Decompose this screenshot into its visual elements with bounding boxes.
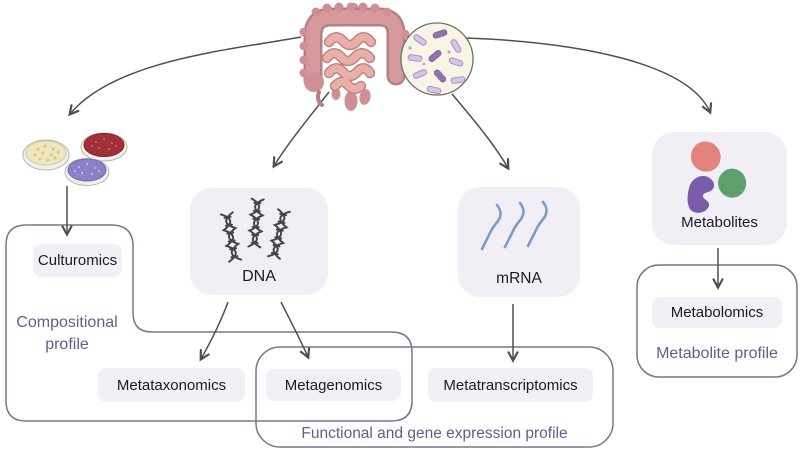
metabolite-profile-text: Metabolite profile bbox=[656, 345, 778, 363]
metagenomics-label: Metagenomics bbox=[266, 369, 401, 401]
metataxonomics-label-text: Metataxonomics bbox=[116, 376, 227, 394]
metabolomics-label-text: Metabolomics bbox=[670, 304, 764, 321]
microbiome-magnifier-icon bbox=[400, 22, 474, 96]
metabolite-blob-green bbox=[718, 168, 747, 198]
arrow-gut-to-metabolites bbox=[465, 37, 713, 115]
metabolite-blob-icons bbox=[687, 141, 747, 213]
metataxonomics-label: Metataxonomics bbox=[98, 368, 245, 402]
petri-dish-purple bbox=[64, 158, 110, 186]
arrow-gut-to-mrna bbox=[451, 93, 510, 171]
arrow-gut-to-petri bbox=[68, 36, 302, 117]
mrna-node-box bbox=[458, 187, 580, 297]
metabolite-blob-red bbox=[691, 141, 721, 172]
metagenomics-label-text: Metagenomics bbox=[284, 376, 383, 394]
metabolites-label: Metabolites bbox=[652, 210, 787, 234]
compositional-profile-label: Compositional profile bbox=[6, 311, 128, 357]
functional-profile-text: Functional and gene expression profile bbox=[301, 424, 568, 442]
culturomics-label-text: Culturomics bbox=[37, 252, 118, 269]
compositional-profile-text: Compositional profile bbox=[16, 314, 118, 353]
mrna-label-text: mRNA bbox=[496, 270, 542, 287]
arrow-dna-to-metagenomics bbox=[280, 301, 311, 360]
metabolomics-label: Metabolomics bbox=[652, 297, 782, 328]
petri-dish-cream bbox=[22, 139, 70, 171]
compositional-profile-box bbox=[5, 224, 413, 422]
functional-profile-box bbox=[255, 346, 614, 448]
gut-intestine-icon bbox=[299, 2, 410, 111]
metatranscriptomics-label-text: Metatranscriptomics bbox=[443, 376, 578, 394]
dna-label-text: DNA bbox=[242, 268, 276, 285]
metatranscriptomics-label: Metatranscriptomics bbox=[428, 368, 593, 402]
functional-profile-label: Functional and gene expression profile bbox=[256, 424, 613, 444]
petri-dishes-icon bbox=[22, 132, 128, 186]
dna-label: DNA bbox=[190, 264, 328, 290]
culturomics-label: Culturomics bbox=[33, 244, 122, 277]
metabolites-label-text: Metabolites bbox=[681, 213, 758, 231]
arrow-gut-to-dna bbox=[272, 91, 330, 169]
arrow-dna-to-metataxonomics bbox=[199, 301, 229, 362]
metabolite-profile-label: Metabolite profile bbox=[637, 343, 797, 365]
petri-dish-red bbox=[80, 132, 128, 162]
mrna-label: mRNA bbox=[458, 266, 580, 292]
metabolite-blob-purple bbox=[687, 175, 715, 213]
metabolite-profile-box bbox=[636, 264, 798, 378]
